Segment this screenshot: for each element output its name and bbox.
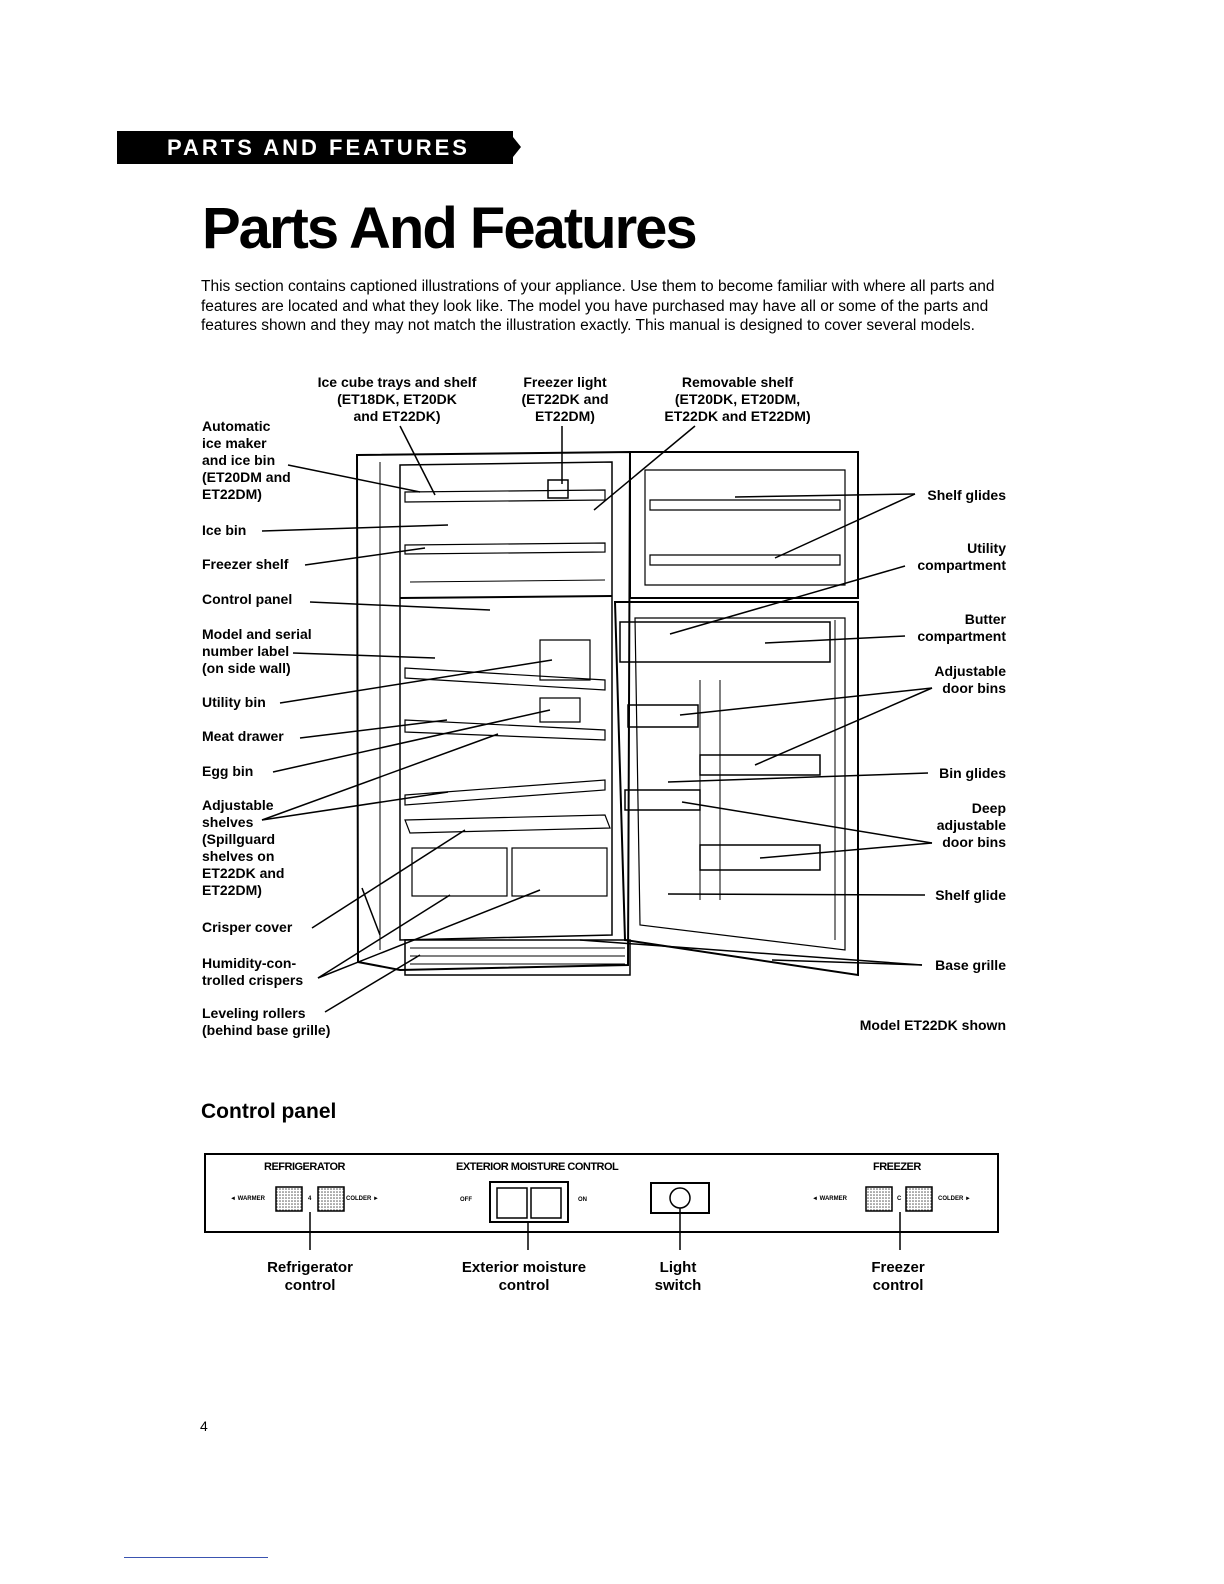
- caption-light-switch: Light switch: [654, 1259, 702, 1294]
- label-deep-door-bins: Deep adjustable door bins: [936, 800, 1006, 850]
- label-butter-compartment: Butter compartment: [917, 611, 1006, 644]
- label-freezer-shelf: Freezer shelf: [202, 556, 289, 572]
- label-control-panel: Control panel: [202, 591, 293, 607]
- refrigerator-control[interactable]: [275, 1186, 345, 1250]
- refrigerator-colder-label: COLDER ►: [346, 1196, 379, 1202]
- control-panel-box: [204, 1153, 999, 1233]
- label-shelf-glides: Shelf glides: [927, 487, 1006, 503]
- door-bin-1: [627, 704, 699, 728]
- moisture-on-label: ON: [578, 1197, 587, 1203]
- label-ice-cube-trays: Ice cube trays and shelf (ET18DK, ET20DK…: [317, 374, 477, 424]
- light-switch[interactable]: [650, 1182, 710, 1250]
- label-adjustable-shelves: Adjustable shelves (Spillguard shelves o…: [202, 797, 285, 898]
- label-ice-bin: Ice bin: [202, 522, 247, 538]
- model-note: Model ET22DK shown: [859, 1017, 1006, 1033]
- shelf-2: [404, 719, 606, 741]
- freezer-light-fixture: [547, 479, 569, 499]
- control-panel-heading: Control panel: [201, 1100, 337, 1123]
- shelf-3: [404, 779, 606, 806]
- refrigerator-colder-button: [317, 1186, 345, 1212]
- cabinet-inner: [399, 461, 613, 941]
- freezer-door-shelf-2: [649, 554, 841, 566]
- label-egg-bin: Egg bin: [202, 763, 254, 779]
- exterior-moisture-switch[interactable]: [489, 1181, 569, 1250]
- label-leveling-rollers: Leveling rollers (behind base grille): [202, 1005, 331, 1038]
- freezer-door: [629, 451, 859, 599]
- refrigerator-warmer-button: [275, 1186, 303, 1212]
- freezer-door-shelf-1: [649, 499, 841, 511]
- refrigerator-heading: REFRIGERATOR: [264, 1161, 346, 1173]
- shelf-1: [404, 667, 606, 691]
- freezer-warmer-label: ◄ WARMER: [812, 1196, 847, 1202]
- egg-bin: [539, 697, 581, 723]
- moisture-off-label: OFF: [460, 1197, 472, 1203]
- caption-moisture-control: Exterior moisture control: [461, 1259, 587, 1294]
- label-adjustable-door-bins: Adjustable door bins: [934, 663, 1006, 696]
- freezer-heading: FREEZER: [873, 1161, 921, 1173]
- section-banner: PARTS AND FEATURES: [117, 131, 513, 164]
- butter-compartment: [619, 621, 831, 663]
- label-meat-drawer: Meat drawer: [202, 728, 284, 744]
- label-utility-compartment: Utility compartment: [917, 540, 1006, 573]
- label-removable-shelf: Removable shelf (ET20DK, ET20DM, ET22DK …: [664, 374, 811, 424]
- light-switch-button: [669, 1187, 691, 1209]
- utility-bin: [539, 639, 591, 681]
- freezer-control[interactable]: [865, 1186, 933, 1250]
- refrigerator-warmer-label: ◄ WARMER: [230, 1196, 265, 1202]
- moisture-heading: EXTERIOR MOISTURE CONTROL: [456, 1161, 619, 1173]
- footer-rule: [124, 1557, 268, 1558]
- label-automatic-ice-maker: Automatic ice maker and ice bin (ET20DM …: [202, 418, 291, 502]
- label-crispers: Humidity-con- trolled crispers: [202, 955, 304, 988]
- page-title: Parts And Features: [202, 196, 698, 261]
- freezer-warmer-button: [865, 1186, 893, 1212]
- base-grille: [404, 939, 631, 976]
- caption-refrigerator-control: Refrigerator control: [267, 1259, 353, 1294]
- freezer-divider: [399, 595, 613, 599]
- label-utility-bin: Utility bin: [202, 694, 266, 710]
- caption-freezer-control: Freezer control: [871, 1259, 925, 1294]
- label-crisper-cover: Crisper cover: [202, 919, 293, 935]
- banner-notch: [513, 137, 521, 157]
- freezer-colder-label: COLDER ►: [938, 1196, 971, 1202]
- crisper-right: [511, 847, 608, 897]
- label-freezer-light: Freezer light (ET22DK and ET22DM): [521, 374, 609, 424]
- moisture-switch-right: [530, 1187, 562, 1219]
- label-shelf-glide: Shelf glide: [935, 887, 1006, 903]
- freezer-colder-button: [905, 1186, 933, 1212]
- refrigerator-setting: 4: [308, 1196, 312, 1202]
- label-bin-glides: Bin glides: [939, 765, 1006, 781]
- label-model-serial: Model and serial number label (on side w…: [202, 626, 312, 676]
- fresh-food-door: [613, 601, 859, 977]
- label-base-grille: Base grille: [935, 957, 1006, 973]
- intro-paragraph: This section contains captioned illustra…: [201, 278, 995, 334]
- page-number: 4: [200, 1418, 208, 1434]
- cabinet-outline: [355, 450, 632, 972]
- crisper-cover: [404, 814, 611, 834]
- crisper-left: [411, 847, 508, 897]
- freezer-setting: C: [897, 1196, 902, 1202]
- moisture-switch-left: [496, 1187, 528, 1219]
